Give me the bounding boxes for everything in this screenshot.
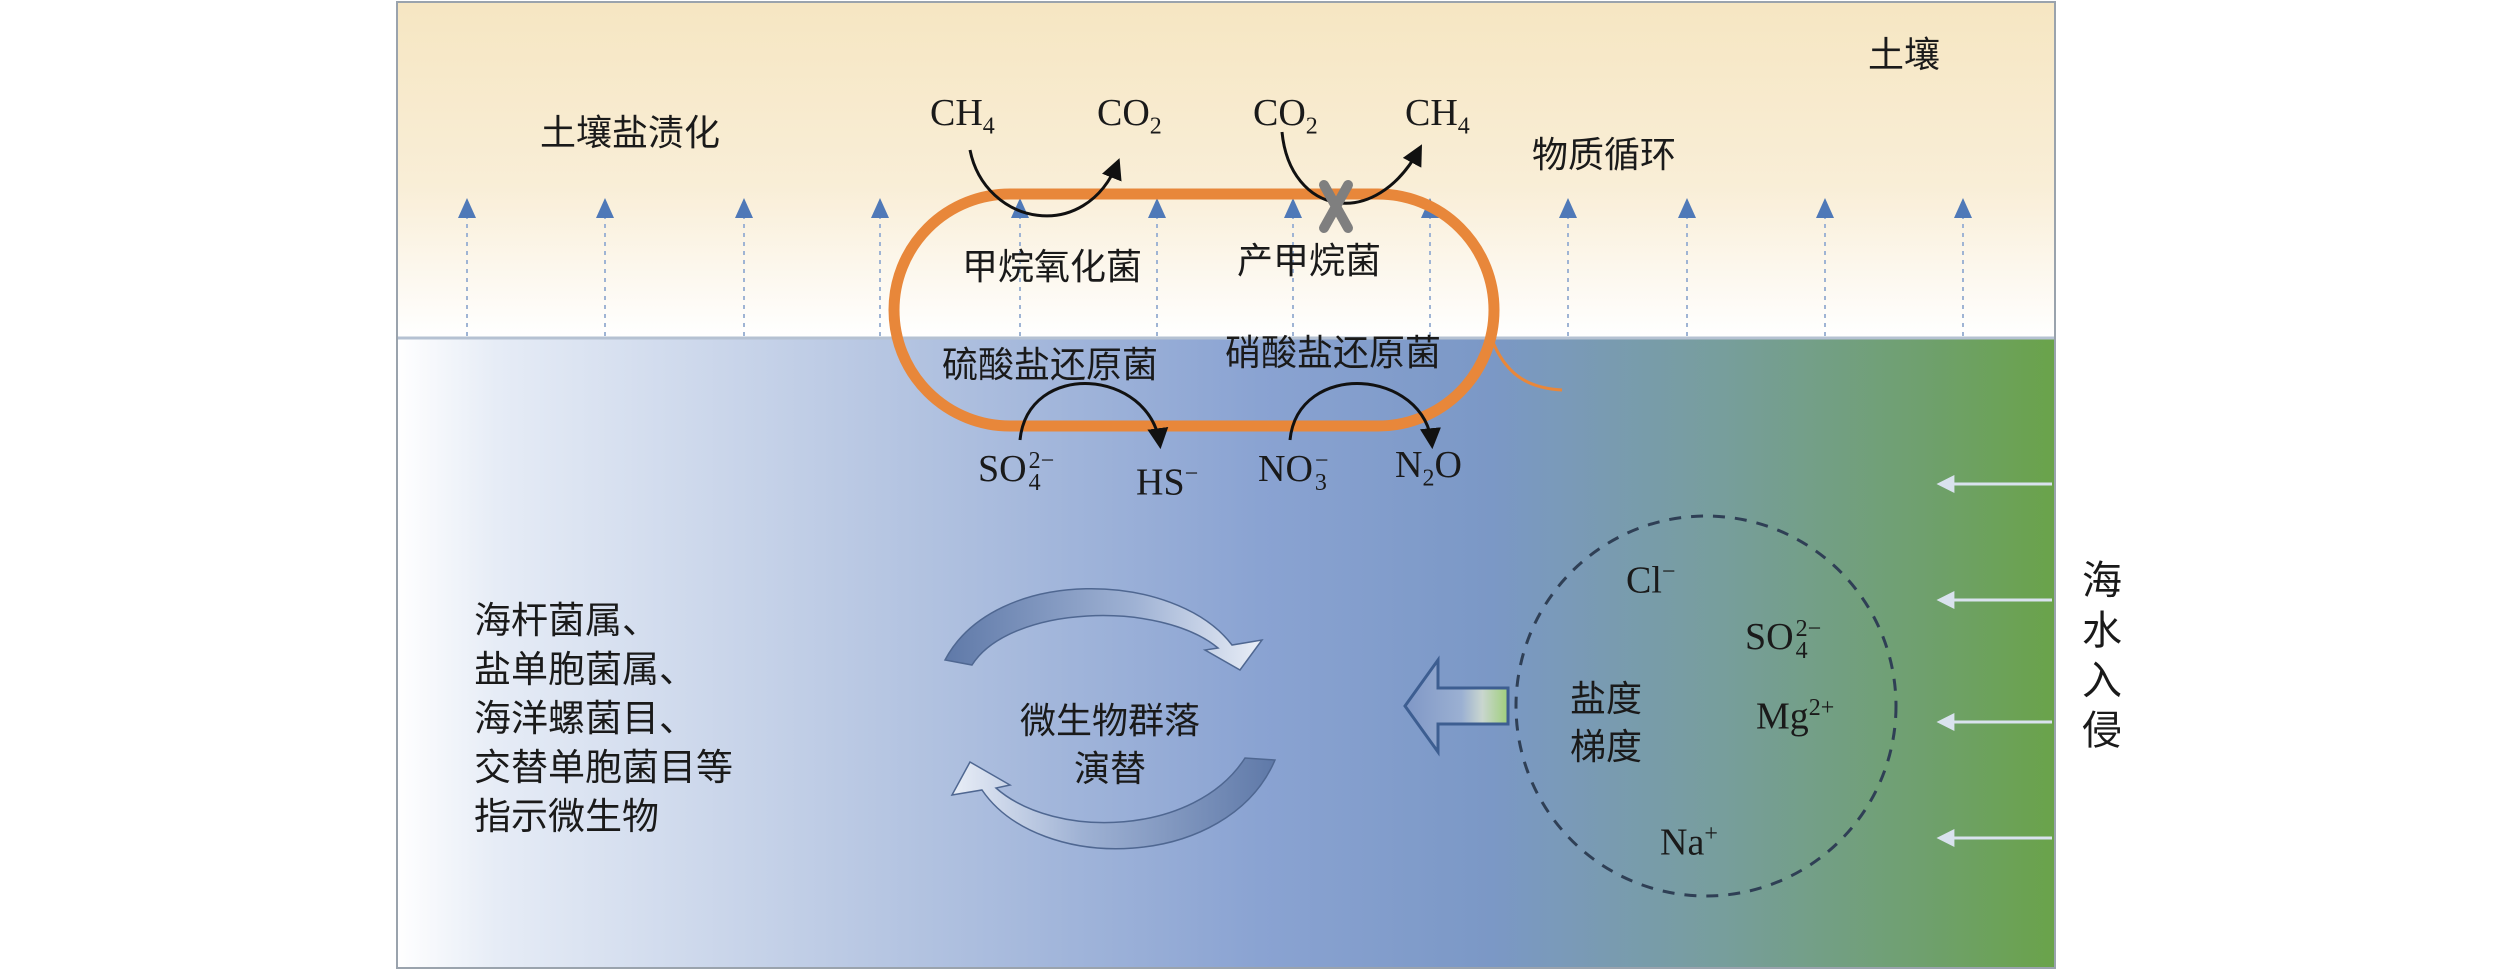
chloride-ion: Cl−: [1626, 559, 1676, 602]
magnesium-ion: Mg2+: [1756, 695, 1835, 738]
salt-rise-arrow-head: [871, 198, 889, 218]
salt-rise-arrow-head: [596, 198, 614, 218]
succession-cycle-icon: [943, 588, 1277, 850]
blocked-x-icon: [1319, 180, 1353, 233]
salt-rise-arrow-head: [1148, 198, 1166, 218]
salt-rise-arrow-head: [458, 198, 476, 218]
cell-flagellum: [1490, 339, 1563, 392]
salt-rise-arrow-head: [735, 198, 753, 218]
salt-rise-arrow-head: [1954, 198, 1972, 218]
salinity-gradient-label: 盐度 梯度: [1570, 679, 1643, 768]
material-cycling-label: 物质循环: [1532, 135, 1677, 176]
nitrate-formula: NO−3: [1258, 448, 1329, 497]
indicator-item: 海洋螺菌目、: [474, 697, 696, 740]
indicator-item: 交替单胞菌目等: [474, 746, 733, 789]
salt-rise-arrow-head: [1816, 198, 1834, 218]
soil-layer: [397, 2, 2055, 338]
nitrate-reducer-label: 硝酸盐还原菌: [1225, 333, 1442, 374]
sulfate-reduction-arrow: [1018, 382, 1169, 450]
sodium-ion: Na+: [1660, 821, 1718, 864]
bacterial-cell-outline: [888, 188, 1500, 432]
methanotroph-label: 甲烷氧化菌: [962, 247, 1143, 288]
salt-rise-arrows: [458, 198, 1972, 336]
diagram-frame: [396, 1, 2056, 969]
indicator-item: 海杆菌属、: [474, 599, 659, 642]
cycle-arrow-top: [943, 588, 1264, 671]
salt-rise-arrow-head: [1678, 198, 1696, 218]
right-co2-formula: CO2: [1253, 92, 1318, 140]
nitrous-oxide-formula: N2O: [1395, 444, 1462, 492]
indicator-microbes-list: 海杆菌属、 盐单胞菌属、 海洋螺菌目、 交替单胞菌目等 指示微生物: [474, 596, 804, 841]
salt-rise-arrow-head: [1284, 198, 1302, 218]
salinity-gradient-arrow: [1403, 655, 1510, 757]
seawater-intrusion-label: 海 水 入 侵: [2082, 558, 2122, 754]
seawater-intrusion-arrows: [1936, 475, 2052, 847]
sulfate-reducer-label: 硫酸盐还原菌: [942, 345, 1159, 386]
methane-oxidation-arrow: [968, 149, 1122, 218]
left-ch4-formula: CH4: [930, 92, 995, 140]
indicator-item: 盐单胞菌属、: [474, 648, 696, 691]
methanogen-label: 产甲烷菌: [1237, 241, 1382, 282]
right-ch4-formula: CH4: [1405, 92, 1470, 140]
nitrate-reduction-arrow: [1288, 382, 1441, 450]
community-succession-label: 微生物群落 演替: [1019, 701, 1200, 790]
salt-rise-arrow-head: [1559, 198, 1577, 218]
soil-salinization-label: 土壤盐渍化: [540, 113, 721, 154]
hydrosulfide-formula: HS−: [1136, 461, 1199, 504]
ion-circle: [1514, 514, 1898, 898]
left-co2-formula: CO2: [1097, 92, 1162, 140]
indicator-item: 指示微生物: [474, 795, 659, 838]
soil-layer-label: 土壤: [1868, 35, 1941, 76]
cycle-arrow-bottom: [950, 757, 1277, 850]
